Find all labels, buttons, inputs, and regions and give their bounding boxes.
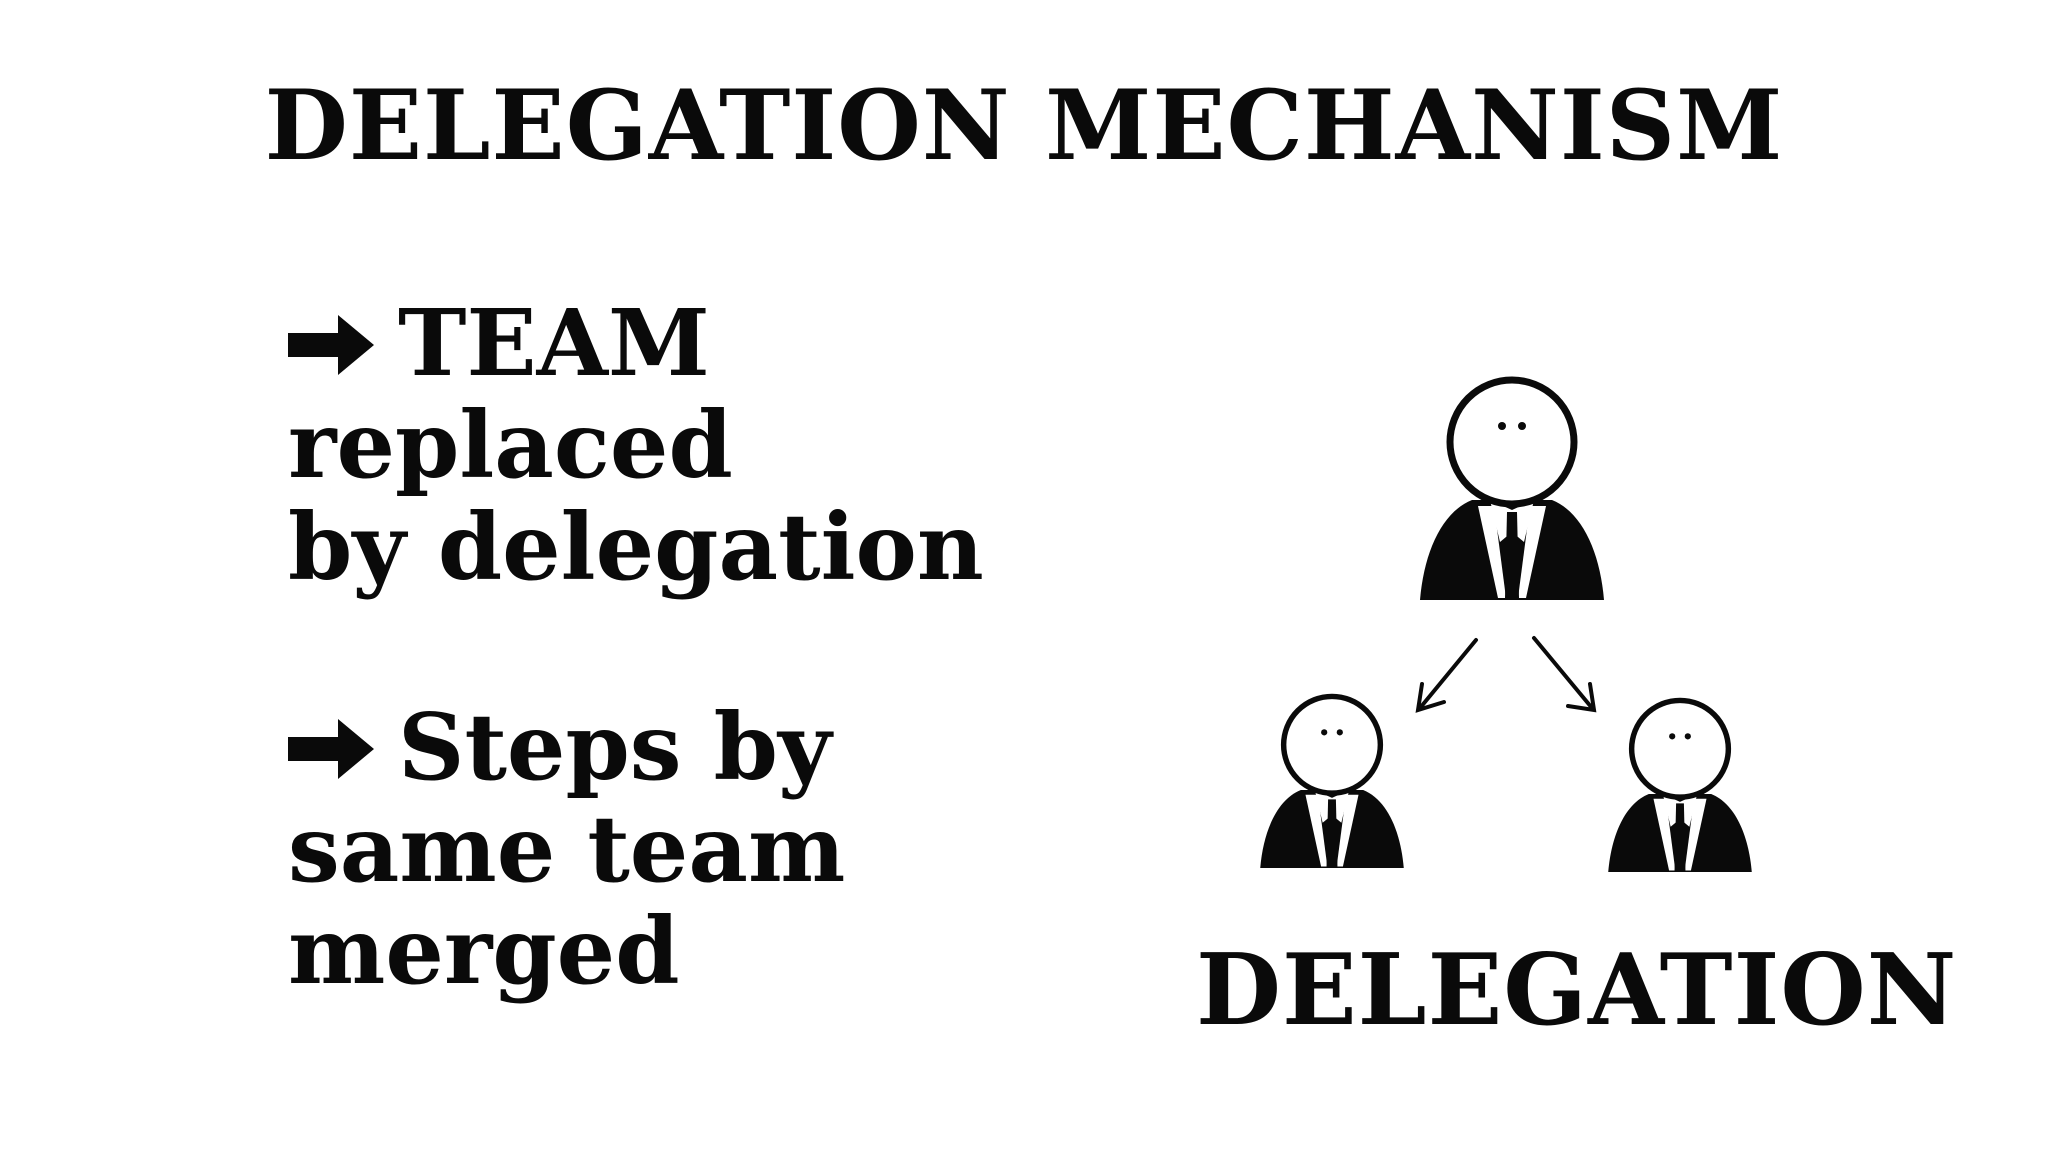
arrow-down-icon (1415, 638, 1478, 713)
bullet-item-team: TEAM replaced by delegation (288, 292, 984, 598)
diagram-label: DELEGATION (1196, 933, 1958, 1048)
bullet-text-line: same team (288, 795, 846, 903)
bullet-heading: TEAM (398, 289, 710, 397)
person-icon (1260, 696, 1404, 868)
arrow-down-icon (1532, 636, 1597, 713)
person-icon (1608, 700, 1752, 872)
person-icon (1420, 380, 1604, 600)
slide-title: DELEGATION MECHANISM (264, 69, 1784, 182)
bullet-text-line: replaced (288, 391, 733, 499)
delegation-diagram (1220, 370, 1820, 910)
bullet-heading: Steps by (398, 693, 832, 801)
bullet-item-steps: Steps by same team merged (288, 696, 845, 1002)
bullet-text-line: by delegation (288, 493, 984, 601)
bullet-first-line: Steps by (288, 696, 845, 798)
bullet-first-line: TEAM (288, 292, 984, 394)
right-arrow-icon (288, 719, 374, 780)
right-arrow-icon (288, 315, 374, 376)
bullet-text-line: merged (288, 897, 680, 1005)
